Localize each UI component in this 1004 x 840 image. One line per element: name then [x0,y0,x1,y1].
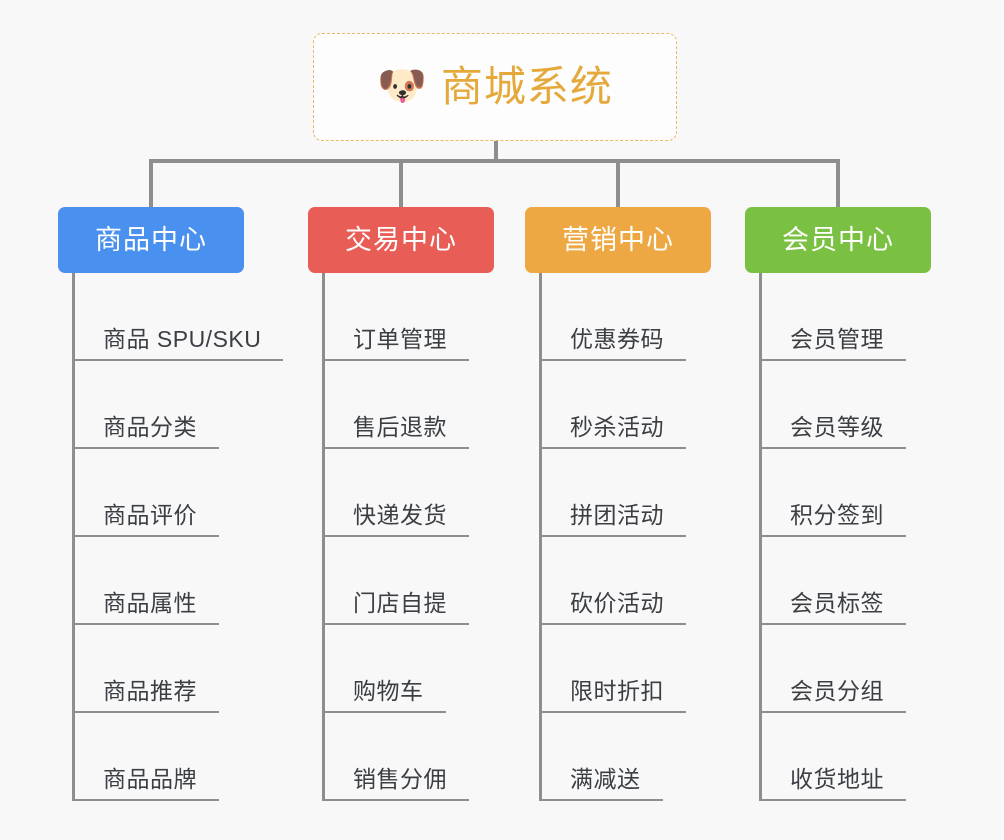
list-item[interactable]: 限时折扣 [542,625,711,713]
connector-root-stem [494,141,498,162]
leaf-list-member-center: 会员管理 会员等级 积分签到 会员标签 会员分组 收货地址 [759,273,931,801]
category-header-product-center[interactable]: 商品中心 [58,207,244,273]
connector-drop-4 [836,159,840,209]
leaf-label: 限时折扣 [570,677,664,704]
list-item[interactable]: 砍价活动 [542,537,711,625]
category-label: 交易中心 [345,224,457,255]
leaf-list-trade-center: 订单管理 售后退款 快递发货 门店自提 购物车 销售分佣 [322,273,494,801]
list-item[interactable]: 商品评价 [75,449,283,537]
category-label: 会员中心 [782,224,894,255]
list-item[interactable]: 会员标签 [762,537,931,625]
list-item[interactable]: 优惠券码 [542,273,711,361]
list-item[interactable]: 满减送 [542,713,711,801]
leaf-label: 门店自提 [353,589,447,616]
list-item[interactable]: 订单管理 [325,273,494,361]
leaf-list-marketing-center: 优惠券码 秒杀活动 拼团活动 砍价活动 限时折扣 满减送 [539,273,711,801]
list-item[interactable]: 收货地址 [762,713,931,801]
leaf-label: 商品品牌 [103,765,197,792]
leaf-label: 商品属性 [103,589,197,616]
leaf-label: 会员管理 [790,325,884,352]
category-label: 营销中心 [562,224,674,255]
list-item[interactable]: 积分签到 [762,449,931,537]
category-label: 商品中心 [95,224,207,255]
leaf-label: 拼团活动 [570,501,664,528]
list-item[interactable]: 商品属性 [75,537,283,625]
list-item[interactable]: 会员管理 [762,273,931,361]
leaf-label: 销售分佣 [353,765,447,792]
leaf-label: 商品分类 [103,413,197,440]
list-item[interactable]: 商品推荐 [75,625,283,713]
leaf-label: 会员分组 [790,677,884,704]
leaf-label: 商品推荐 [103,677,197,704]
connector-drop-1 [149,159,153,209]
leaf-label: 会员标签 [790,589,884,616]
connector-horizontal-bar [149,159,840,163]
leaf-label: 购物车 [353,677,424,704]
leaf-label: 快递发货 [353,501,447,528]
category-header-member-center[interactable]: 会员中心 [745,207,931,273]
leaf-label: 满减送 [570,765,641,792]
leaf-label: 优惠券码 [570,325,664,352]
connector-drop-2 [399,159,403,209]
category-header-trade-center[interactable]: 交易中心 [308,207,494,273]
leaf-label: 商品 SPU/SKU [103,325,262,352]
list-item[interactable]: 售后退款 [325,361,494,449]
category-header-marketing-center[interactable]: 营销中心 [525,207,711,273]
shiba-dog-face-icon: 🐶 [377,64,427,108]
connector-drop-3 [616,159,620,209]
list-item[interactable]: 会员等级 [762,361,931,449]
leaf-label: 砍价活动 [570,589,664,616]
list-item[interactable]: 快递发货 [325,449,494,537]
list-item[interactable]: 购物车 [325,625,494,713]
leaf-label: 收货地址 [790,765,884,792]
column-member-center: 会员中心 会员管理 会员等级 积分签到 会员标签 会员分组 收货地址 [745,207,931,801]
list-item[interactable]: 拼团活动 [542,449,711,537]
list-item[interactable]: 商品品牌 [75,713,283,801]
leaf-list-product-center: 商品 SPU/SKU 商品分类 商品评价 商品属性 商品推荐 商品品牌 [72,273,284,801]
list-item[interactable]: 门店自提 [325,537,494,625]
list-item[interactable]: 秒杀活动 [542,361,711,449]
leaf-label: 秒杀活动 [570,413,664,440]
root-node-shop-system[interactable]: 🐶 商城系统 [313,33,677,141]
leaf-label: 商品评价 [103,501,197,528]
column-product-center: 商品中心 商品 SPU/SKU 商品分类 商品评价 商品属性 商品推荐 商品品牌 [58,207,284,801]
list-item[interactable]: 会员分组 [762,625,931,713]
column-marketing-center: 营销中心 优惠券码 秒杀活动 拼团活动 砍价活动 限时折扣 满减送 [525,207,711,801]
list-item[interactable]: 销售分佣 [325,713,494,801]
root-node-title: 商城系统 [440,63,613,110]
leaf-label: 积分签到 [790,501,884,528]
list-item[interactable]: 商品 SPU/SKU [75,273,284,361]
column-trade-center: 交易中心 订单管理 售后退款 快递发货 门店自提 购物车 销售分佣 [308,207,494,801]
leaf-label: 售后退款 [353,413,447,440]
leaf-label: 会员等级 [790,413,884,440]
list-item[interactable]: 商品分类 [75,361,283,449]
leaf-label: 订单管理 [353,325,447,352]
